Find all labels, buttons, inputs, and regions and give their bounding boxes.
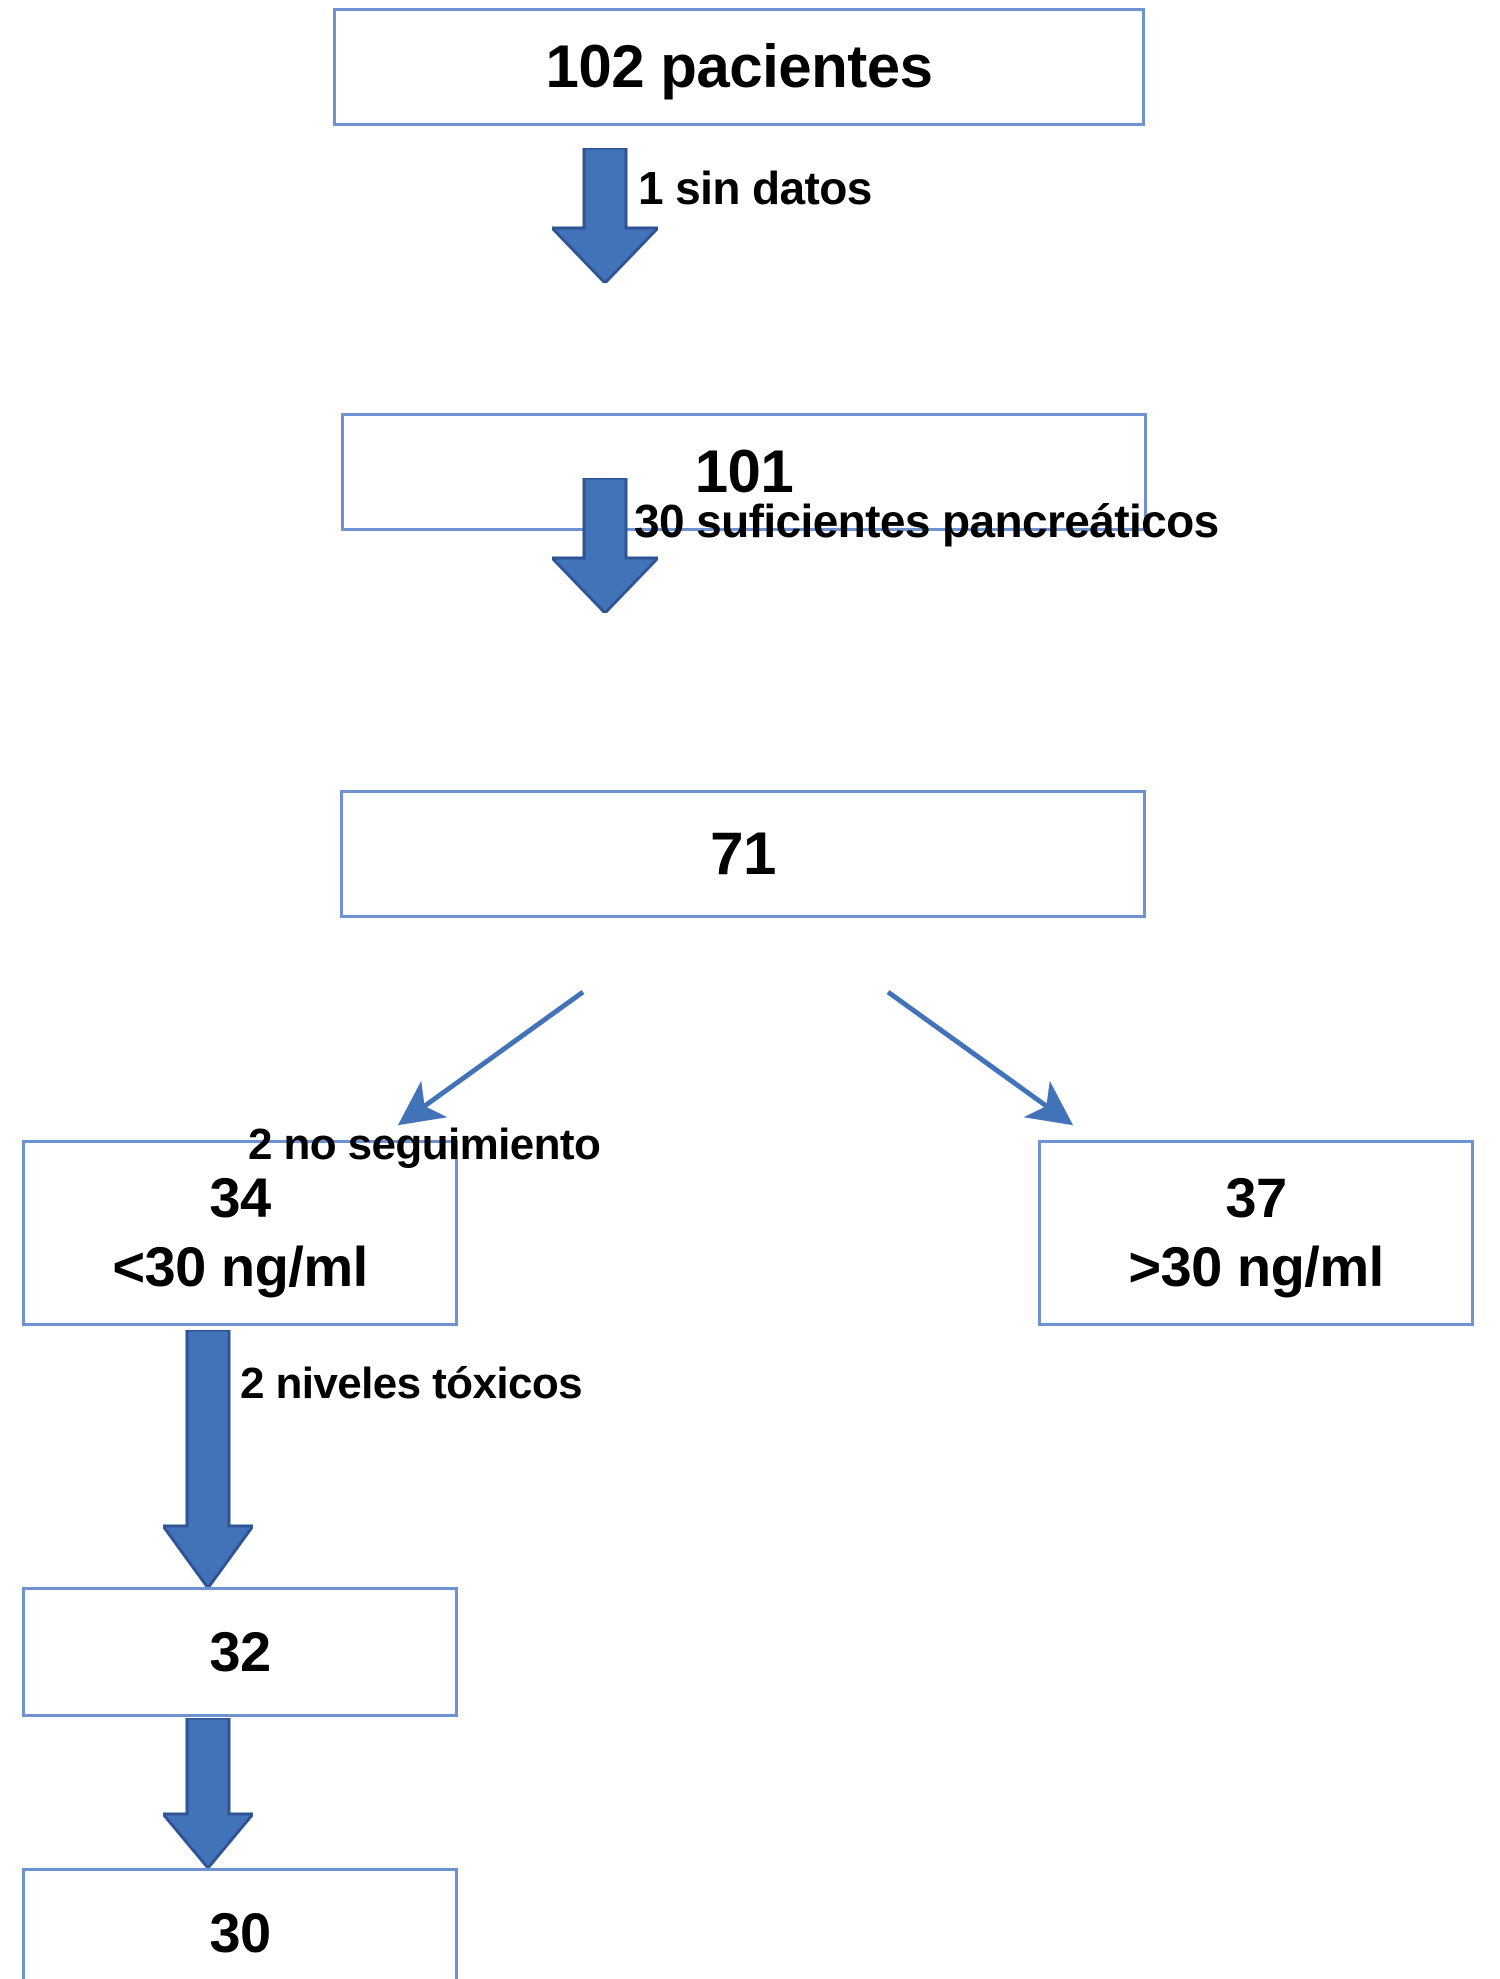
node-34-count: 34 [209, 1166, 271, 1230]
node-32: 32 [22, 1587, 458, 1717]
node-34-low-level: 34 <30 ng/ml [22, 1140, 458, 1326]
node-102-label: 102 pacientes [545, 33, 933, 101]
node-37-count: 37 [1225, 1166, 1287, 1230]
edge-label-2-suficientes-pancreaticos: 30 suficientes pancreáticos [634, 495, 1219, 547]
node-101: 101 [341, 413, 1147, 531]
block-arrow-down-32-to-30 [163, 1718, 253, 1868]
node-71: 71 [340, 790, 1146, 918]
node-30: 30 [22, 1868, 458, 1979]
node-102-pacientes: 102 pacientes [333, 8, 1145, 126]
node-101-label: 101 [694, 438, 794, 506]
node-37-high-level: 37 >30 ng/ml [1038, 1140, 1474, 1326]
branch-arrows-71-to-34-and-37 [0, 930, 1500, 1150]
node-30-label: 30 [209, 1900, 271, 1964]
node-71-label: 71 [710, 820, 776, 888]
node-34-threshold: <30 ng/ml [112, 1235, 368, 1298]
edge-label-1-sin-datos: 1 sin datos [638, 162, 872, 214]
edge-label-6-niveles-toxicos: 2 niveles tóxicos [240, 1359, 583, 1408]
edge-label-5-no-seguimiento: 2 no seguimiento [248, 1120, 601, 1169]
node-32-label: 32 [209, 1619, 271, 1683]
block-arrow-down-102-to-101 [552, 148, 658, 283]
node-37-threshold: >30 ng/ml [1128, 1235, 1384, 1298]
block-arrow-down-34-to-32 [163, 1330, 253, 1588]
block-arrow-down-101-to-71 [552, 478, 658, 613]
